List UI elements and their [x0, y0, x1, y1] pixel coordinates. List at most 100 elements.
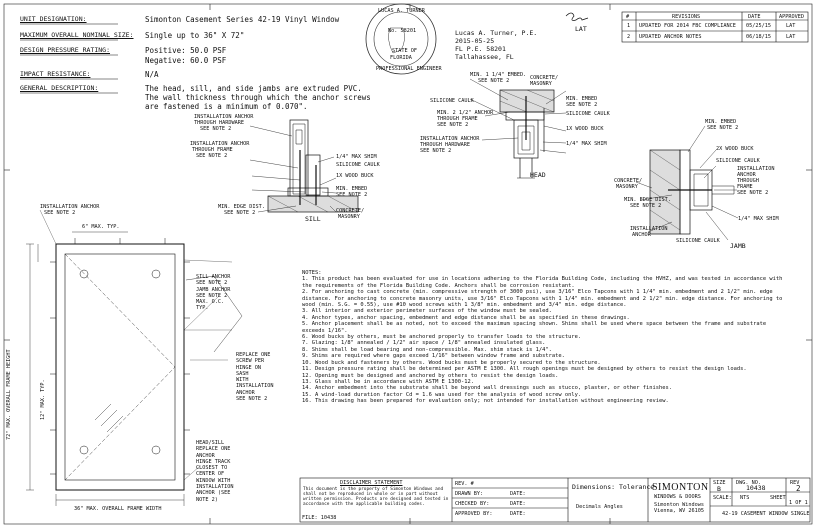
note-item: 8. Shims shall be load bearing and non-c… [302, 346, 552, 353]
sill-section-title: SILL [305, 215, 321, 223]
head-callout: SEE NOTE 2 [420, 148, 452, 154]
engineer-city: Tallahassee, FL [455, 53, 514, 61]
head-callout: MIN. 1 1/4" EMBED. [470, 72, 527, 78]
label-general-description: GENERAL DESCRIPTION: [20, 84, 99, 92]
tb-dims-label: Dimensions: Tolerance [572, 483, 655, 491]
label-impact: IMPACT RESISTANCE: [20, 70, 91, 78]
jamb-section-title: JAMB [730, 242, 746, 250]
rev-1-by: LAT [786, 23, 796, 29]
jamb-callout: 1/4" MAX SHIM [738, 216, 779, 222]
sill-callout: INSTALLATION ANCHOR [194, 114, 254, 120]
head-callout: INSTALLATION ANCHOR [420, 136, 480, 142]
seal-state: STATE OF [392, 48, 417, 54]
tb-drawn-label: DRAWN BY: [455, 491, 484, 497]
sill-callout: SEE NOTE 2 [336, 192, 368, 198]
tb-approved-label: APPROVED BY: [455, 511, 493, 517]
tb-checked-date: DATE: [510, 501, 526, 507]
value-impact: N/A [145, 70, 159, 79]
tb-rev-label-right: REV [790, 480, 800, 486]
sill-callout: CONCRETE/ [336, 208, 365, 214]
note-item: 15. A wind-load duration factor Cd = 1.6… [302, 391, 582, 398]
rev-2-desc: UPDATED ANCHOR NOTES [639, 34, 702, 40]
engineer-seal [365, 3, 437, 75]
head-callout: SILICONE CAULK [566, 111, 610, 117]
jamb-callout: INSTALLATION [737, 166, 775, 172]
jamb-callout: ANCHOR [632, 232, 651, 238]
sill-callout: THROUGH FRAME [192, 147, 233, 153]
sill-callout: SILICONE CAULK [336, 162, 380, 168]
rev-2-by: LAT [786, 34, 796, 40]
value-negative-pressure: Negative: 60.0 PSF [145, 56, 227, 65]
tb-drawing-title: 42-19 CASEMENT WINDOW SINGLE [722, 511, 810, 517]
sill-callout: SEE NOTE 2 [196, 153, 228, 159]
jamb-callout: SILICONE CAULK [716, 158, 760, 164]
tb-drawn-date: DATE: [510, 491, 526, 497]
company-address-2: Vienna, WV 26105 [654, 508, 704, 514]
engineer-license: FL P.E. 58201 [455, 45, 506, 53]
jamb-callout: MIN. EDGE DIST. [624, 197, 671, 203]
company-logo-text: SIMONTON [652, 482, 709, 493]
rev-1-desc: UPDATED FOR 2014 FBC COMPLIANCE [639, 23, 736, 29]
tb-scale-label: SCALE: [713, 495, 732, 501]
head-section-title: HEAD [530, 171, 546, 179]
elev-jamb-note: REPLACE ONE SCREW PER HINGE ON SASH WITH… [236, 352, 274, 403]
sill-section-drawing [249, 119, 359, 213]
jamb-callout: THROUGH [737, 178, 759, 184]
tb-size: B [717, 485, 721, 493]
seal-number: No. 58201 [388, 28, 417, 34]
head-callout: CONCRETE/ [530, 75, 559, 81]
jamb-callout: MASONRY [616, 184, 638, 190]
head-callout: MIN. EMBED [566, 96, 598, 102]
note-item: 12. Opening must be designed and anchore… [302, 372, 559, 379]
jamb-callout: SEE NOTE 2 [707, 125, 739, 131]
rev-header-desc: REVISIONS [672, 14, 701, 20]
engineer-date: 2015-05-25 [455, 37, 495, 45]
jamb-callout: INSTALLATION [630, 226, 668, 232]
elev-right-note: HEAD/SILL REPLACE ONE ANCHOR HINGE TRACK… [196, 440, 234, 503]
note-item: 2. For anchoring to cast concrete (min. … [302, 289, 783, 309]
elev-top-note: INSTALLATION ANCHOR [40, 204, 100, 210]
label-unit-designation: UNIT DESIGNATION: [20, 15, 87, 23]
tb-checked-label: CHECKED BY: [455, 501, 490, 507]
head-callout: SILICONE CAULK [430, 98, 474, 104]
head-callout: SEE NOTE 2 [478, 78, 510, 84]
sill-callout: MIN. EDGE DIST. [218, 204, 265, 210]
seal-region: FLORIDA [390, 55, 412, 61]
jamb-callout: FRAME [737, 184, 753, 190]
jamb-callout: CONCRETE/ [614, 178, 643, 184]
jamb-callout: ANCHOR [737, 172, 756, 178]
elev-dim-width: 36" MAX. OVERALL FRAME WIDTH [74, 506, 162, 512]
note-item: 14. Anchor embedment into the substrate … [302, 385, 672, 392]
company-address-1: Simonton Windows [654, 502, 704, 508]
jamb-section-drawing [635, 125, 739, 241]
jamb-callout: SILICONE CAULK [676, 238, 720, 244]
tb-rev: 2 [796, 484, 801, 493]
note-item: 7. Glazing: 1/8" annealed / 1/2" air spa… [302, 340, 546, 347]
head-section-drawing [469, 78, 567, 179]
jamb-callout: MIN. EMBED [705, 119, 737, 125]
tb-sheet-label: SHEET [770, 495, 786, 501]
general-notes: NOTES: 1. This product has been evaluate… [302, 270, 790, 405]
elevation-drawing [26, 209, 243, 506]
elev-dim-height: 72" MAX. OVERALL FRAME HEIGHT [6, 349, 12, 440]
sill-callout: SEE NOTE 2 [224, 210, 256, 216]
signature-mark [565, 12, 589, 21]
note-item: 16. This drawing has been prepared for e… [302, 398, 669, 405]
head-callout: THROUGH HARDWARE [420, 142, 470, 148]
head-callout: SEE NOTE 2 [566, 102, 598, 108]
note-item: 4. Anchor types, anchor spacing, embedme… [302, 314, 630, 321]
note-item: 3. All interior and exterior perimeter s… [302, 308, 552, 315]
sill-callout: 1/4" MAX SHIM [336, 154, 377, 160]
label-max-size: MAXIMUM OVERALL NOMINAL SIZE: [20, 31, 134, 39]
note-item: 6. Wood bucks by others, must be anchore… [302, 334, 582, 341]
note-item: 1. This product has been evaluated for u… [302, 276, 783, 289]
rev-2-num: 2 [627, 34, 631, 40]
head-callout: THROUGH FRAME [437, 116, 478, 122]
head-callout: MASONRY [530, 81, 552, 87]
value-unit-designation: Simonton Casement Series 42-19 Vinyl Win… [145, 15, 340, 24]
tb-dims-sub: Decimals Angles [576, 504, 623, 510]
elev-dim-top: 6" MAX. TYP. [82, 224, 120, 230]
elev-top-note: SEE NOTE 2 [44, 210, 76, 216]
note-item: 9. Shims are required where gaps exceed … [302, 353, 565, 360]
